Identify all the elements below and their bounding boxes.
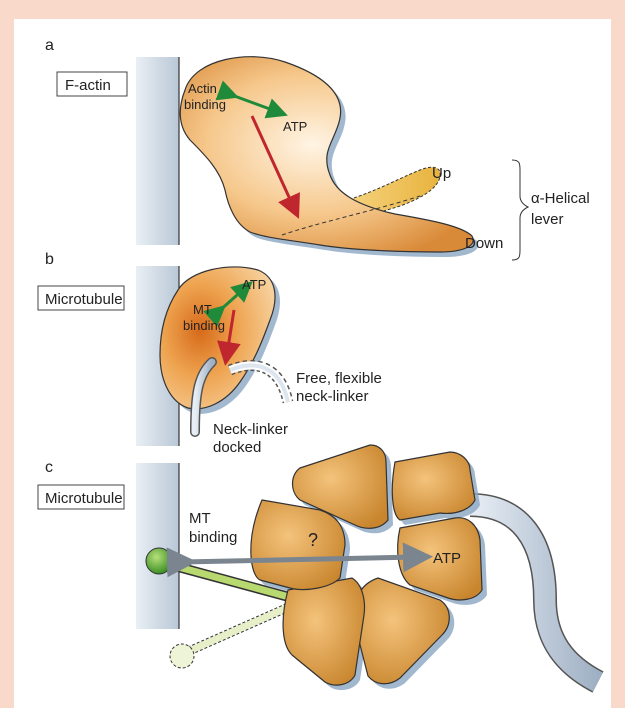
myosin-head: [180, 57, 473, 252]
gray-arrow-c: [182, 557, 418, 562]
up-label: Up: [432, 165, 451, 182]
f-actin-label: F-actin: [65, 77, 111, 94]
mt-binding-label-c-1: MT: [189, 510, 211, 527]
aaa-ring: [251, 445, 487, 690]
actin-binding-label-2: binding: [184, 97, 226, 112]
actin-binding-label-1: Actin: [188, 81, 217, 96]
mt-binding-ball: [146, 548, 172, 574]
mt-binding-ball-alt: [170, 644, 194, 668]
down-label: Down: [465, 235, 503, 252]
stalk-alternate: [180, 602, 300, 655]
lever-bracket: [512, 160, 528, 260]
question-mark: ?: [308, 530, 318, 550]
panel-a-letter: a: [45, 37, 54, 54]
mt-binding-label-c-2: binding: [189, 529, 237, 546]
microtubule-c: [136, 463, 179, 629]
lever-label-1: α-Helical: [531, 190, 590, 207]
lever-label-2: lever: [531, 211, 564, 228]
microtubule-label-c: Microtubule: [45, 490, 123, 507]
docked-linker-label-2: docked: [213, 439, 261, 456]
free-linker-label-2: neck-linker: [296, 388, 369, 405]
atp-label-b: ATP: [242, 277, 266, 292]
panel-c-letter: c: [45, 459, 53, 476]
atp-label-a: ATP: [283, 119, 307, 134]
panel-b-letter: b: [45, 251, 54, 268]
mt-binding-label-b-1: MT: [193, 302, 212, 317]
atp-label-c: ATP: [433, 550, 461, 567]
mt-binding-label-b-2: binding: [183, 318, 225, 333]
docked-linker-label-1: Neck-linker: [213, 421, 288, 438]
microtubule-label-b: Microtubule: [45, 291, 123, 308]
actin-filament: [136, 57, 179, 245]
free-linker-label-1: Free, flexible: [296, 370, 382, 387]
